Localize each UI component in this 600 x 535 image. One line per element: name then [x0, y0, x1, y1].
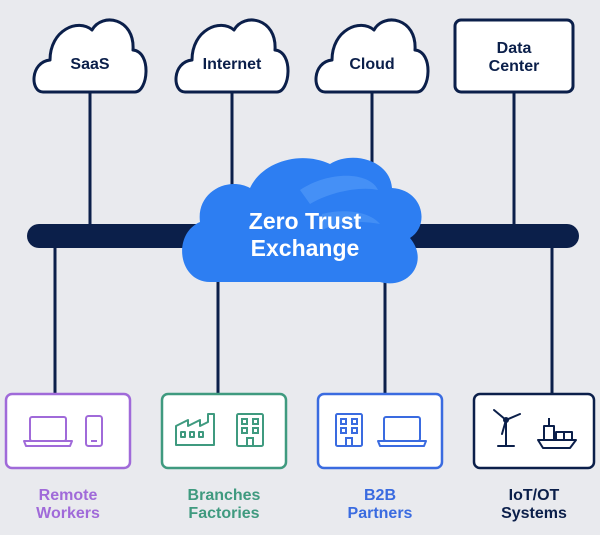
phone-icon: [85, 415, 103, 447]
remote-workers-line1: Remote: [38, 487, 98, 504]
branches-factories-label: Branches Factories: [159, 487, 289, 523]
iot-ot-systems-label: IoT/OT Systems: [469, 487, 599, 523]
factory-icon: [175, 413, 215, 446]
zte-line1: Zero Trust: [248, 208, 362, 234]
zero-trust-cloud: [182, 157, 422, 284]
cloud-internet: [174, 18, 290, 94]
office-building-icon: [236, 413, 264, 447]
data-center-line1: Data: [496, 40, 532, 57]
branches-line2: Factories: [188, 505, 260, 522]
laptop-icon: [377, 416, 427, 447]
cloud-saas: [32, 18, 148, 94]
branches-line1: Branches: [187, 487, 261, 504]
iot-line1: IoT/OT: [508, 487, 560, 504]
data-center-box: [453, 18, 575, 94]
branches-box: [160, 392, 288, 470]
cargo-ship-icon: [537, 418, 577, 449]
b2b-line1: B2B: [363, 487, 396, 504]
b2b-line2: Partners: [347, 505, 413, 522]
iot-line2: Systems: [501, 505, 567, 522]
cloud-label: Cloud: [349, 56, 395, 73]
data-center-label: Data Center: [459, 40, 569, 76]
laptop-icon: [23, 416, 73, 447]
cloud-cloud: [314, 18, 430, 94]
b2b-partners-label: B2B Partners: [315, 487, 445, 523]
internet-label: Internet: [202, 56, 262, 73]
wind-turbine-icon: [493, 409, 521, 447]
b2b-box: [316, 392, 444, 470]
remote-workers-line2: Workers: [36, 505, 100, 522]
data-center-line2: Center: [488, 58, 540, 75]
zero-trust-exchange-label: Zero Trust Exchange: [205, 208, 405, 262]
remote-workers-label: Remote Workers: [3, 487, 133, 523]
saas-label: SaaS: [70, 56, 110, 73]
iot-box: [472, 392, 596, 470]
remote-workers-box: [4, 392, 132, 470]
zte-line2: Exchange: [250, 235, 360, 261]
office-building-icon: [335, 413, 363, 447]
